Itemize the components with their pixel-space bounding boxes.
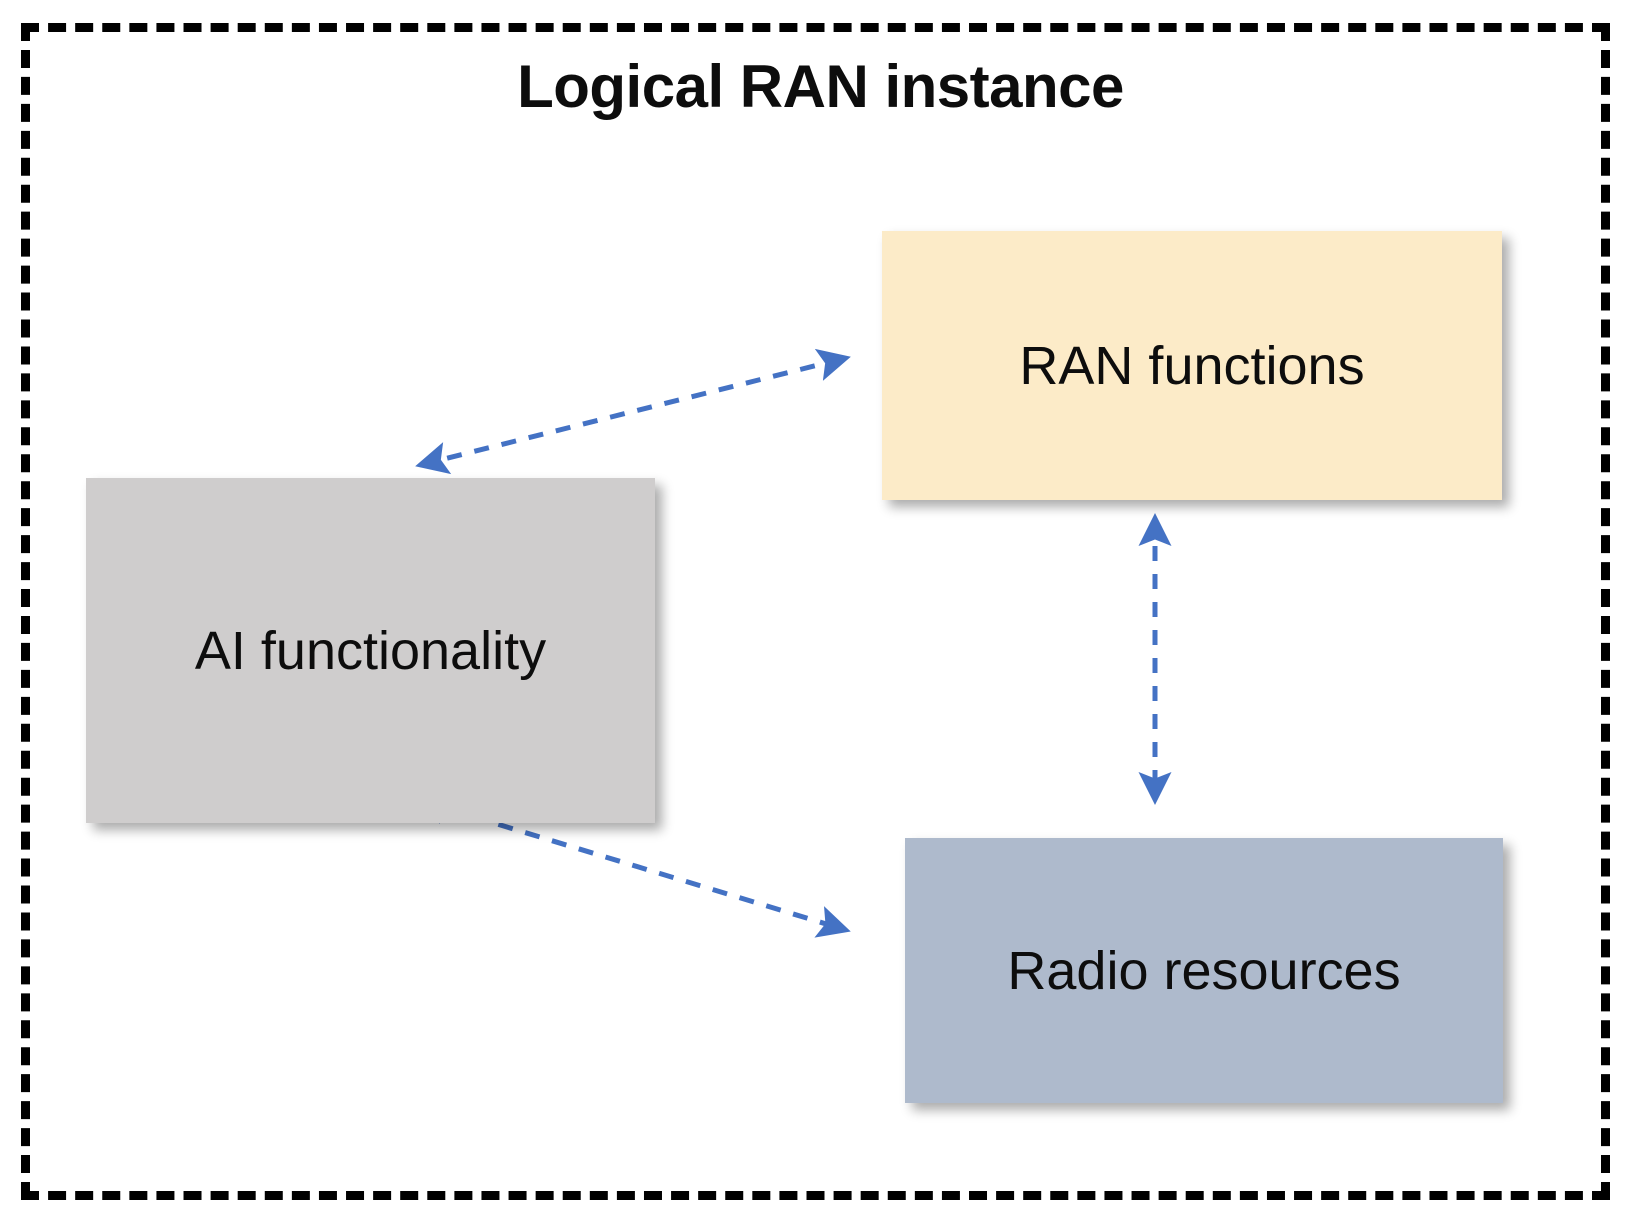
node-radio-resources-label: Radio resources [1007, 940, 1401, 1001]
node-ran-functions-label: RAN functions [1019, 335, 1365, 396]
node-ai-functionality-label: AI functionality [194, 620, 547, 681]
node-ai-functionality[interactable]: AI functionality [86, 478, 655, 823]
node-ran-functions[interactable]: RAN functions [882, 231, 1502, 500]
logical-ran-instance-boundary [21, 23, 1610, 1200]
diagram-title: Logical RAN instance [517, 53, 1124, 120]
node-radio-resources[interactable]: Radio resources [905, 838, 1503, 1103]
